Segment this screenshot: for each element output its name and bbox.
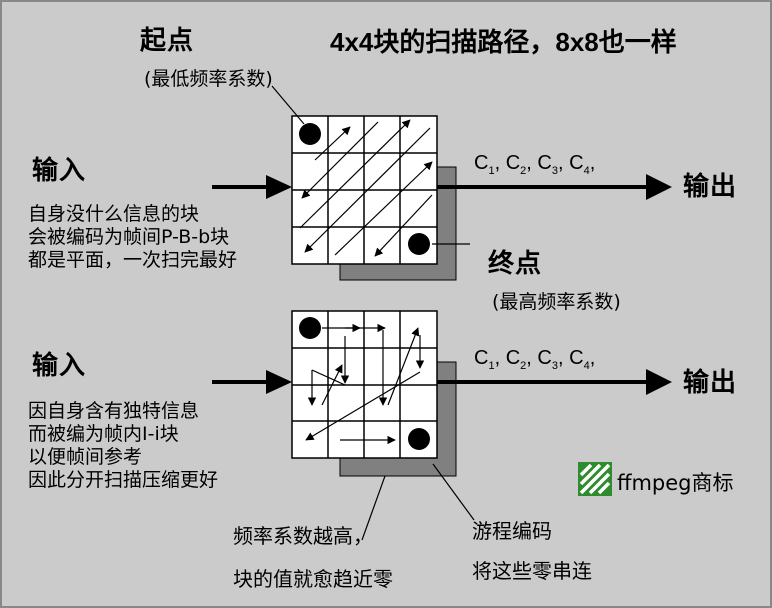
seq-c: C — [569, 347, 584, 369]
bottom-desc-line-4: 因此分开扫描压缩更好 — [28, 469, 219, 491]
seq-sub: 1 — [488, 165, 495, 177]
high-freq-note-line-1: 频率系数越高， — [233, 524, 373, 548]
bottom-scan-path — [305, 323, 425, 445]
seq-sub: 2 — [520, 360, 527, 372]
bottom-input-arrow-head — [266, 370, 292, 394]
start-note: (最低频率系数) — [144, 68, 273, 90]
top-zigzag-path — [299, 119, 433, 257]
start-label: 起点 — [140, 25, 195, 55]
top-input-desc: 自身没什么信息的块 会被编码为帧间P-B-b块 都是平面，一次扫完最好 — [28, 203, 328, 272]
top-end-dot — [408, 233, 430, 255]
bottom-start-dot — [299, 317, 321, 339]
top-start-dot — [299, 123, 321, 145]
rle-note-line-2: 将这些零串连 — [472, 559, 592, 583]
bottom-output-label: 输出 — [683, 367, 738, 397]
seq-c: C — [569, 152, 584, 174]
top-output-arrow-head — [646, 174, 672, 200]
seq-c: C — [474, 347, 489, 369]
seq-c: C — [537, 347, 552, 369]
seq-c: C — [537, 152, 552, 174]
bottom-coefficient-sequence: C1, C2, C3, C4, — [474, 347, 596, 372]
rle-pointer-line — [432, 463, 475, 521]
high-freq-pointer-line — [361, 475, 386, 541]
start-pointer-line — [271, 85, 305, 125]
page-title: 4x4块的扫描路径，8x8也一样 — [330, 27, 677, 57]
seq-sub: 3 — [551, 360, 558, 372]
top-desc-line-2: 会被编码为帧间P-B-b块 — [28, 226, 230, 248]
ffmpeg-logo-text: ffmpeg商标 — [617, 471, 734, 495]
top-input-label: 输入 — [32, 155, 87, 185]
rle-note-line-1: 游程编码 — [472, 519, 552, 543]
bottom-desc-line-1: 因自身含有独特信息 — [28, 400, 200, 422]
bottom-desc-line-3: 以便帧间参考 — [28, 446, 143, 468]
bottom-end-dot — [408, 428, 430, 450]
top-input-arrow-head — [266, 175, 292, 199]
bottom-input-desc: 因自身含有独特信息 而被编为帧内I-i块 以便帧间参考 因此分开扫描压缩更好 — [28, 400, 328, 492]
seq-sub: 4 — [583, 165, 590, 177]
top-desc-line-3: 都是平面，一次扫完最好 — [28, 249, 238, 271]
end-note: (最高频率系数) — [492, 291, 621, 313]
high-freq-note-line-2: 块的值就愈趋近零 — [233, 567, 393, 591]
seq-sub: 4 — [583, 360, 590, 372]
bottom-input-label: 输入 — [32, 350, 87, 380]
bottom-desc-line-2: 而被编为帧内I-i块 — [28, 423, 179, 445]
top-coefficient-sequence: C1, C2, C3, C4, — [474, 152, 596, 177]
seq-c: C — [505, 152, 521, 174]
seq-sub: 3 — [551, 165, 558, 177]
seq-c: C — [505, 347, 521, 369]
bottom-output-arrow-head — [646, 369, 672, 395]
seq-c: C — [474, 152, 489, 174]
ffmpeg-logo-icon — [578, 462, 612, 496]
top-desc-line-1: 自身没什么信息的块 — [28, 203, 200, 225]
end-label: 终点 — [488, 248, 543, 278]
top-output-label: 输出 — [683, 171, 738, 201]
seq-sub: 1 — [488, 360, 495, 372]
seq-sub: 2 — [520, 165, 527, 177]
